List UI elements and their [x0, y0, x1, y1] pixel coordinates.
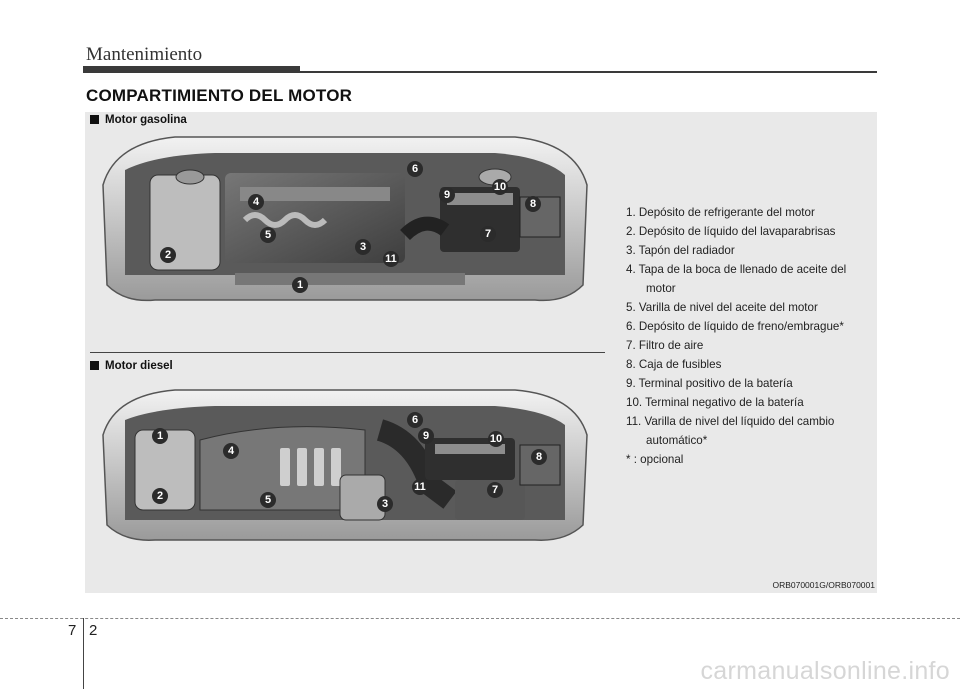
gas-callout-1: 1 [297, 279, 303, 291]
diesel-callout-2: 2 [157, 490, 163, 502]
diesel-callout-4: 4 [228, 445, 235, 457]
page-heading: COMPARTIMIENTO DEL MOTOR [86, 86, 353, 105]
legend-item: 1. Depósito de refrigerante del motor [626, 206, 815, 219]
diesel-engine-illustration: 1 2 3 4 5 6 7 8 9 10 11 [102, 389, 588, 541]
legend-item: 8. Caja de fusibles [626, 358, 722, 371]
diesel-callout-1: 1 [157, 430, 163, 442]
page-number: 2 [89, 622, 98, 639]
legend-item: 10. Terminal negativo de la batería [626, 396, 804, 409]
diesel-callout-10: 10 [490, 433, 502, 445]
diesel-callout-7: 7 [492, 484, 498, 496]
legend-item: 6. Depósito de líquido de freno/embrague… [626, 320, 844, 333]
chapter-number: 7 [68, 622, 77, 639]
parts-legend: 1. Depósito de refrigerante del motor 2.… [626, 203, 874, 469]
square-bullet-icon [90, 115, 99, 124]
diesel-label: Motor diesel [105, 360, 173, 372]
square-bullet-icon [90, 361, 99, 370]
gasoline-engine-illustration: 1 2 3 4 5 6 7 8 9 10 11 [102, 136, 588, 302]
gas-callout-9: 9 [444, 189, 450, 201]
legend-footnote: * : opcional [626, 453, 684, 466]
gas-callout-11: 11 [385, 253, 397, 265]
gas-callout-8: 8 [530, 198, 536, 210]
header-rule [300, 71, 877, 73]
image-code: ORB070001G/ORB070001 [772, 580, 875, 590]
gas-callout-5: 5 [265, 229, 271, 241]
legend-item: 7. Filtro de aire [626, 339, 704, 352]
illustration-divider [90, 352, 605, 353]
gas-callout-6: 6 [412, 163, 418, 175]
section-title: Mantenimiento [86, 44, 203, 65]
diesel-callout-9: 9 [423, 430, 429, 442]
legend-item: 2. Depósito de líquido del lavaparabrisa… [626, 225, 836, 238]
legend-item: 3. Tapón del radiador [626, 244, 735, 257]
site-watermark: carmanualsonline.info [700, 657, 950, 685]
legend-item: 9. Terminal positivo de la batería [626, 377, 793, 390]
gas-callout-2: 2 [165, 249, 171, 261]
footer-divider [83, 618, 84, 689]
gasoline-label: Motor gasolina [105, 114, 187, 126]
diesel-callout-6: 6 [412, 414, 418, 426]
gasoline-subhead: Motor gasolina [90, 114, 187, 126]
legend-item: 5. Varilla de nivel del aceite del motor [626, 301, 818, 314]
diesel-subhead: Motor diesel [90, 360, 173, 372]
gas-callout-7: 7 [485, 228, 491, 240]
diesel-callout-11: 11 [414, 481, 426, 493]
diesel-callout-8: 8 [536, 451, 542, 463]
header-bar [83, 66, 300, 73]
gas-callout-4: 4 [253, 196, 260, 208]
gas-callout-3: 3 [360, 241, 366, 253]
legend-item: 11. Varilla de nivel del líquido del cam… [626, 415, 835, 447]
gas-callout-10: 10 [494, 181, 506, 193]
diesel-callout-5: 5 [265, 494, 271, 506]
diesel-callout-3: 3 [382, 498, 388, 510]
footer-rule [0, 618, 960, 619]
legend-item: 4. Tapa de la boca de llenado de aceite … [626, 263, 847, 295]
